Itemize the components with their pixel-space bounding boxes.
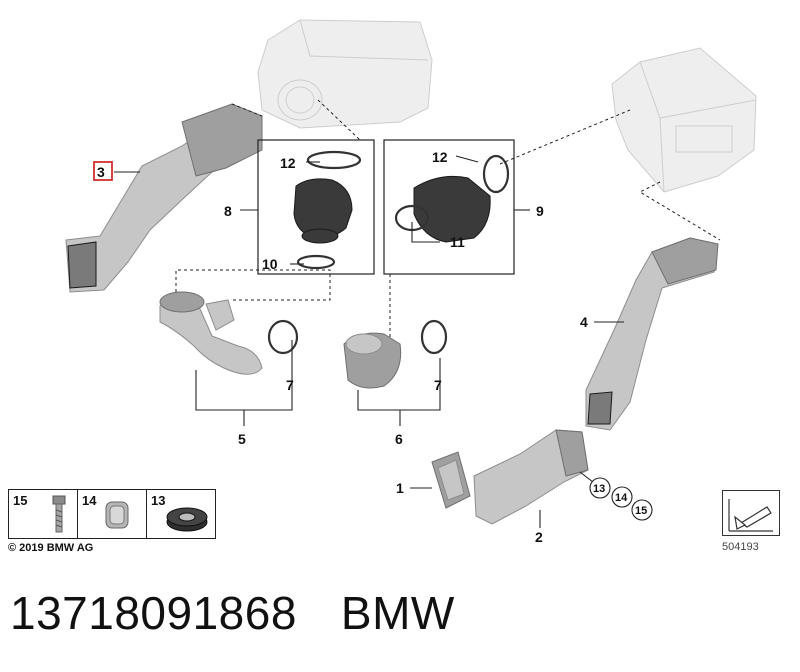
callout-12-right[interactable]: 12 [432, 149, 448, 165]
leader-lines [114, 155, 624, 528]
part-3-intake-duct [65, 103, 263, 293]
callout-9[interactable]: 9 [536, 203, 544, 219]
parts-diagram: 3 8 12 10 12 9 11 7 5 7 6 4 1 2 13 14 15 [65, 19, 757, 545]
air-filter-housing-left [257, 19, 433, 129]
part-8-bellows [293, 150, 362, 270]
bolt-icon [52, 495, 66, 533]
part-1-seal-frame [431, 451, 471, 509]
callout-15[interactable]: 15 [635, 505, 647, 517]
callout-11[interactable]: 11 [450, 234, 465, 250]
part-9-bellows [394, 154, 510, 243]
callout-10[interactable]: 10 [262, 256, 278, 272]
assembly-box-8 [257, 139, 375, 275]
catalog-number: 504193 [722, 541, 759, 553]
clip-nut-icon [105, 501, 129, 529]
legend-number: 13 [151, 493, 166, 508]
part-number: 13718091868 [10, 587, 297, 639]
callout-7-right[interactable]: 7 [434, 377, 442, 393]
arrow-symbol-icon [728, 499, 773, 532]
copyright: © 2019 BMW AG [8, 542, 94, 554]
callout-1[interactable]: 1 [396, 480, 404, 496]
part-5-elbow-pipe [159, 291, 299, 375]
catalog-symbol [722, 490, 780, 536]
callout-2[interactable]: 2 [535, 529, 543, 545]
callout-3[interactable]: 3 [97, 164, 105, 180]
legend-item-14[interactable]: 14 [78, 490, 147, 538]
callout-13[interactable]: 13 [593, 483, 605, 495]
small-parts-legend: 15 14 13 [8, 489, 216, 539]
legend-number: 14 [82, 493, 97, 508]
callout-8[interactable]: 8 [224, 203, 232, 219]
callout-4[interactable]: 4 [580, 314, 588, 330]
legend-number: 15 [13, 493, 28, 508]
callout-5[interactable]: 5 [238, 431, 246, 447]
callout-14[interactable]: 14 [615, 492, 628, 504]
circled-callouts [589, 477, 653, 521]
grommet-icon [166, 507, 208, 532]
assembly-box-9 [383, 139, 515, 275]
callout-7-left[interactable]: 7 [286, 377, 294, 393]
connection-lines [175, 99, 721, 340]
highlight-box [93, 161, 113, 181]
part-6-resonator [343, 319, 448, 389]
part-4-intake-duct [585, 237, 719, 431]
legend-item-15[interactable]: 15 [9, 490, 78, 538]
page-caption: 13718091868 BMW [10, 586, 499, 640]
part-2-air-duct [473, 429, 589, 525]
legend-item-13[interactable]: 13 [147, 490, 215, 538]
air-filter-housing-right [611, 47, 757, 193]
callout-6[interactable]: 6 [395, 431, 403, 447]
callout-12-left[interactable]: 12 [280, 155, 296, 171]
brand-name: BMW [340, 587, 455, 639]
